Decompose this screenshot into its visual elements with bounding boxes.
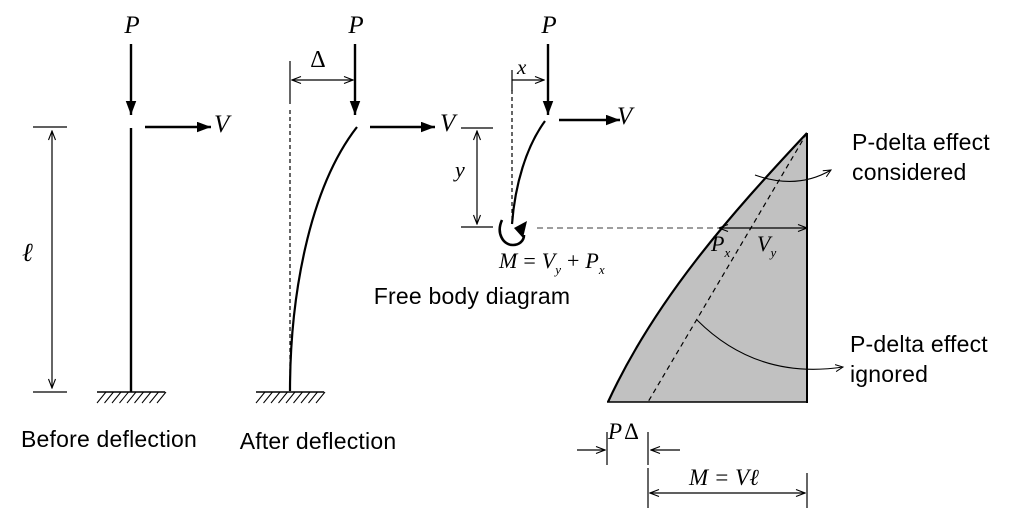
ground-hatch-after	[255, 391, 326, 404]
caption-before-deflection: Before deflection	[20, 426, 197, 452]
fbd-column-curve	[510, 120, 546, 225]
linear-moment-dashed-line	[647, 132, 808, 403]
after-deflection-figure	[255, 44, 435, 404]
v-load-label-fbd: V	[617, 103, 633, 130]
v-load-label-before: V	[214, 111, 230, 138]
moment-curve-p-delta	[607, 132, 808, 403]
ground-hatch-before	[96, 391, 167, 404]
caption-free-body-diagram: Free body diagram	[373, 283, 571, 309]
x-dim-label: x	[517, 55, 527, 79]
annotation-p-delta-ignored: P-delta effect ignored	[850, 331, 988, 387]
moment-diagram-figure	[577, 132, 845, 508]
column-length-label: ℓ	[22, 238, 33, 268]
moment-curl-arc	[498, 219, 526, 247]
p-load-label-after: P	[348, 12, 364, 39]
moment-equation: M=Vy+Px	[499, 248, 605, 277]
moment-curl-arrowhead	[514, 221, 527, 238]
free-body-diagram-figure	[461, 44, 718, 247]
ignored-annotation-arrow	[696, 319, 845, 372]
p-load-label-fbd: P	[541, 12, 557, 39]
considered-annotation-arrow	[754, 169, 833, 182]
before-deflection-figure	[33, 44, 211, 404]
moment-diagram-shaded-region	[608, 133, 807, 402]
p-load-label-before: P	[124, 12, 140, 39]
y-dim-label: y	[455, 157, 465, 182]
p-delta-dim-label: PΔ	[608, 419, 639, 444]
vy-segment-label: Vy	[757, 231, 777, 260]
deflected-column-curve	[288, 126, 358, 392]
delta-displacement-label: Δ	[310, 47, 326, 73]
caption-after-deflection: After deflection	[239, 428, 397, 454]
px-segment-label: Px	[711, 231, 731, 260]
v-load-label-after: V	[440, 110, 456, 137]
annotation-p-delta-considered: P-delta effect considered	[852, 129, 990, 185]
base-moment-dim-label: M = Vℓ	[689, 465, 759, 491]
